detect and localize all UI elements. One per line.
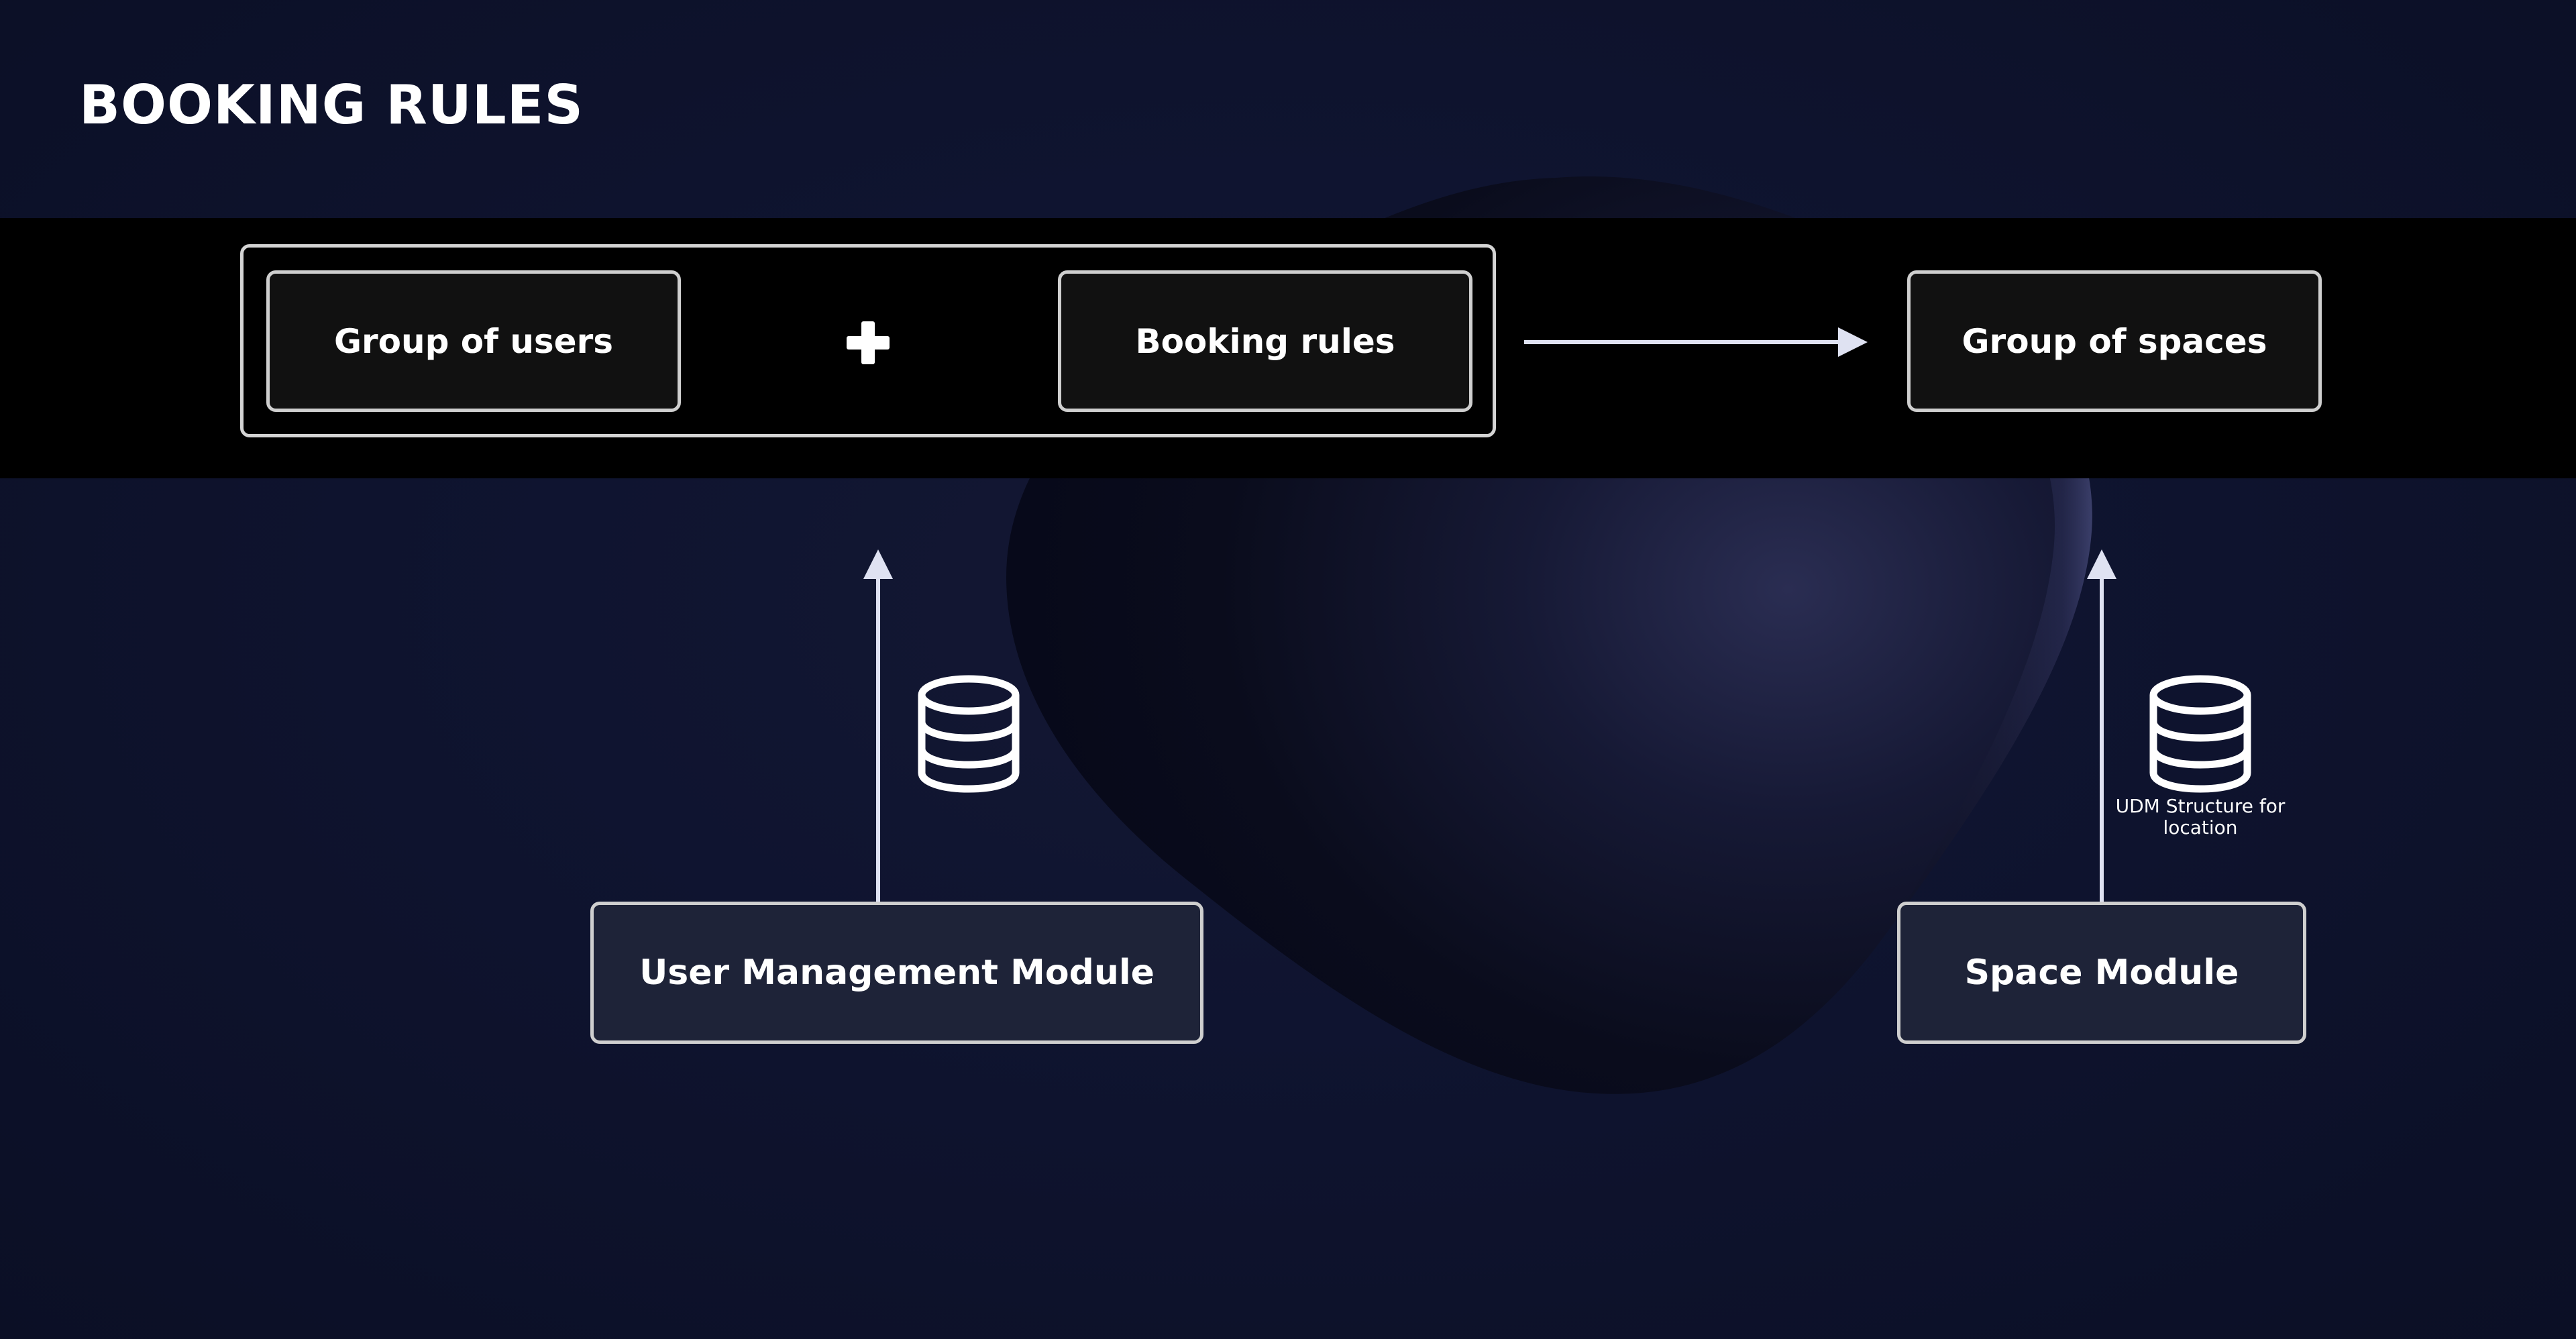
page-title: BOOKING RULES	[79, 74, 584, 136]
up-arrow-right	[2084, 547, 2120, 902]
space-module-label: Space Module	[1965, 953, 2239, 993]
group-of-users-label: Group of users	[334, 322, 613, 361]
group-of-spaces-box: Group of spaces	[1907, 270, 2322, 412]
udm-structure-caption: UDM Structure for location	[2100, 796, 2301, 839]
user-management-module-box: User Management Module	[590, 902, 1203, 1044]
user-management-module-label: User Management Module	[639, 953, 1155, 993]
booking-rules-label: Booking rules	[1135, 322, 1395, 361]
database-icon	[2147, 674, 2254, 794]
booking-rules-box: Booking rules	[1058, 270, 1472, 412]
group-of-spaces-label: Group of spaces	[1962, 322, 2267, 361]
space-module-box: Space Module	[1897, 902, 2306, 1044]
database-icon	[915, 674, 1022, 794]
plus-icon	[847, 321, 890, 364]
up-arrow-left	[860, 547, 896, 902]
group-of-users-box: Group of users	[266, 270, 681, 412]
right-arrow	[1523, 321, 1872, 364]
